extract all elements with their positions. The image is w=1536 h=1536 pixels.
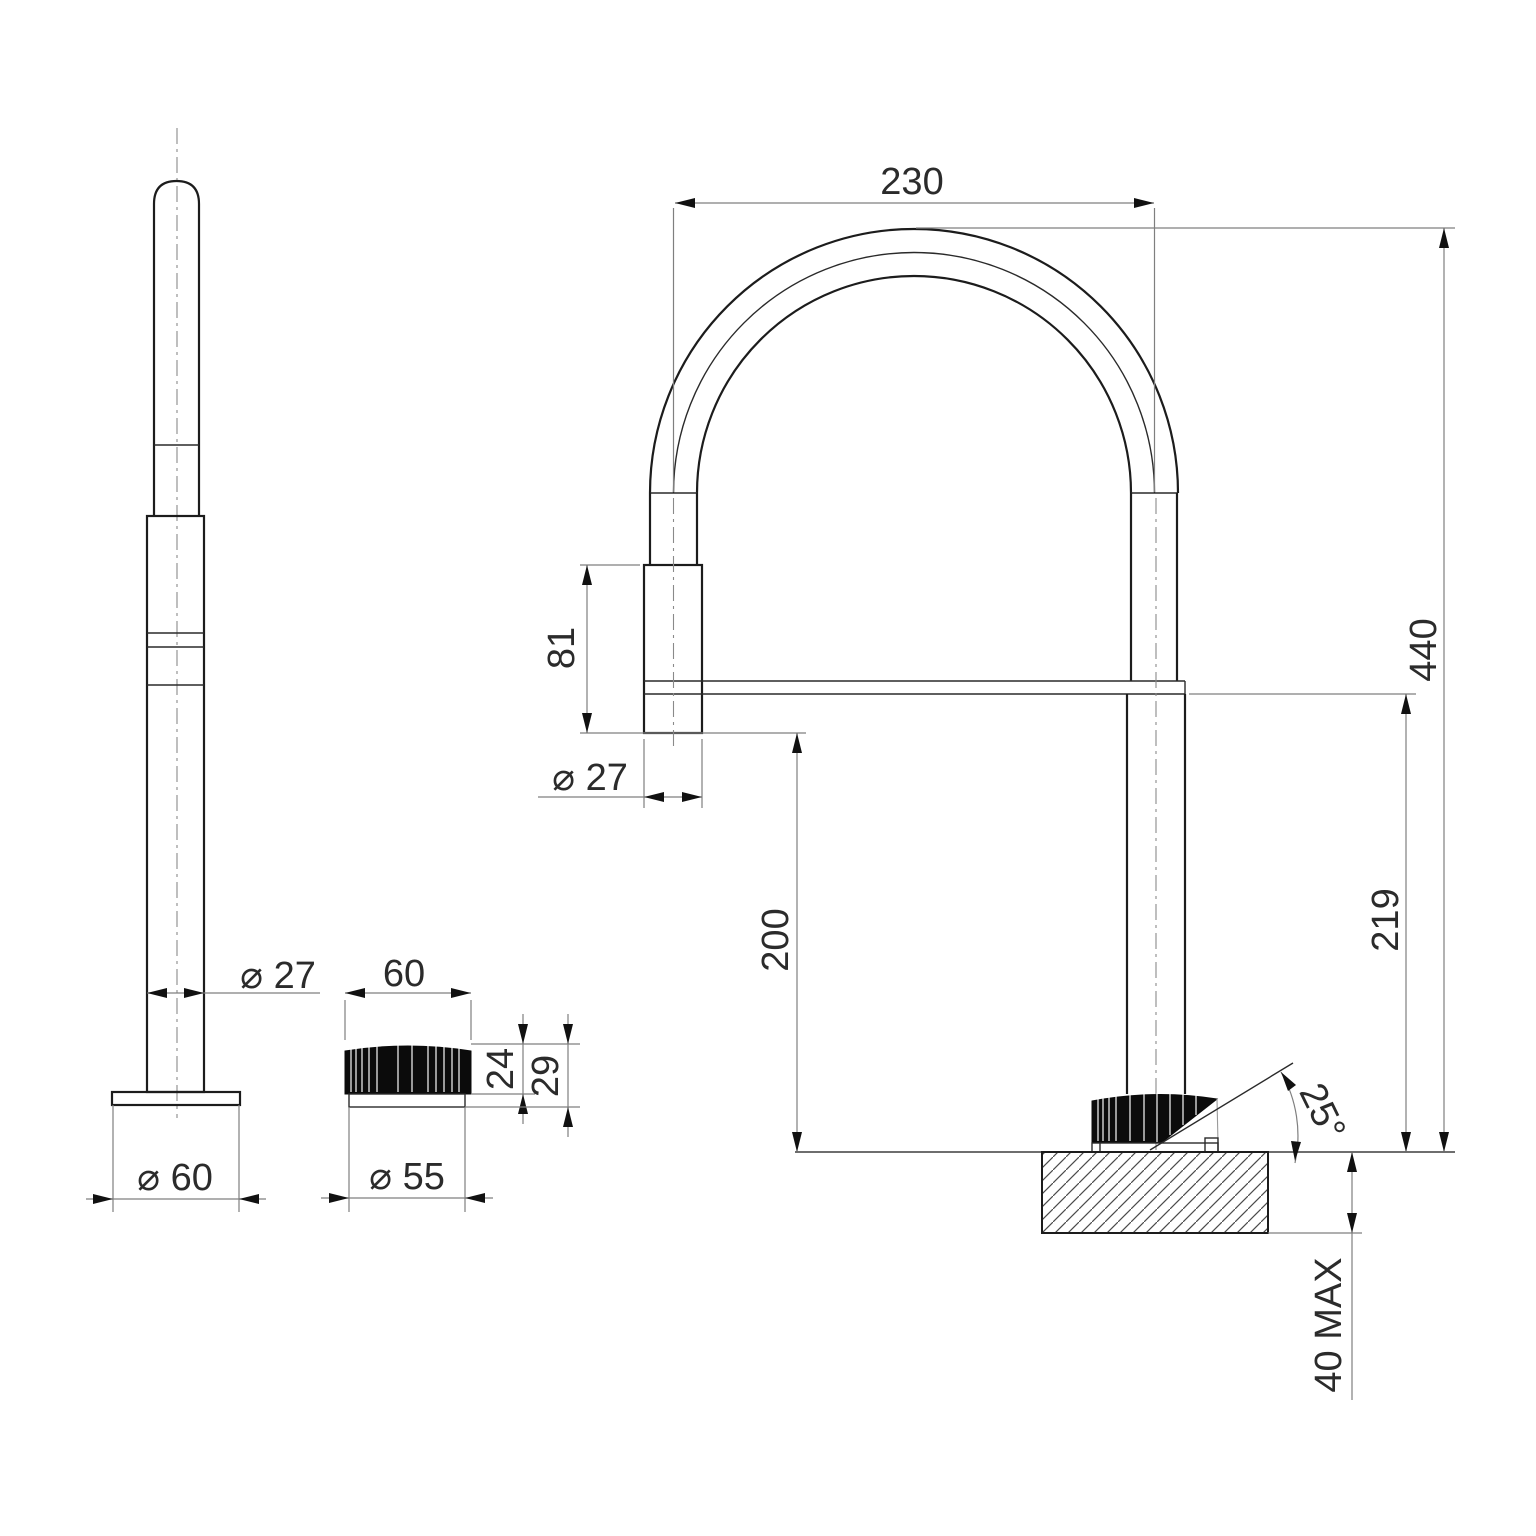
dim-spout-reach: 230 [672, 161, 1156, 492]
dim-label-tube-diameter: ⌀ 27 [240, 955, 316, 997]
dim-handle-height: 29 [465, 1014, 580, 1137]
dim-handle-diameter: ⌀ 55 [321, 1107, 493, 1212]
knurl-texture [350, 1044, 460, 1092]
dim-base-diameter: ⌀ 60 [86, 1105, 266, 1212]
spout-tube-outline [152, 179, 201, 516]
dim-label-spray-head-length: 81 [541, 627, 583, 669]
gooseneck-outer-arc [648, 227, 1180, 494]
dim-spray-head-length: 81 [541, 564, 806, 734]
bench-section-hatched [1041, 1151, 1269, 1234]
handle-lever-line [1149, 1062, 1294, 1151]
dim-label-base-diameter: ⌀ 60 [137, 1157, 213, 1199]
dim-outlet-clearance: 200 [755, 733, 802, 1152]
dim-knurl-height: 24 [471, 1014, 535, 1124]
side-elevation-view: 230 440 219 81 [538, 161, 1455, 1400]
dim-spray-head-diameter: ⌀ 27 [538, 739, 703, 808]
dim-label-handle-diameter: ⌀ 55 [369, 1156, 445, 1198]
base-flange-outline [110, 1090, 242, 1107]
dim-label-body-height: 219 [1365, 888, 1407, 951]
dim-label-handle-height: 29 [525, 1055, 567, 1097]
gooseneck-middle-arc [672, 251, 1156, 494]
spout-front-view: ⌀ 27 ⌀ 60 [86, 128, 320, 1212]
handle-knurled-band [344, 1044, 472, 1095]
dim-label-spout-reach: 230 [880, 161, 943, 203]
dim-body-height: 219 [1189, 693, 1416, 1152]
dim-overall-height: 440 [916, 227, 1455, 1152]
knurl-texture [1097, 1093, 1197, 1142]
dim-label-handle-width: 60 [383, 953, 425, 995]
handle-skirt-outline [348, 1093, 466, 1108]
handle-edge [1216, 1098, 1219, 1144]
handle-detail-view: 60 [321, 953, 580, 1212]
dim-handle-width: 60 [344, 953, 472, 1040]
dim-label-knurl-height: 24 [480, 1048, 522, 1090]
dim-tube-diameter: ⌀ 27 [147, 955, 320, 998]
dim-label-overall-height: 440 [1403, 618, 1445, 681]
dim-label-deck-thickness: 40 MAX [1308, 1257, 1350, 1392]
dim-label-spray-head-diameter: ⌀ 27 [552, 757, 628, 799]
dim-deck-thickness: 40 MAX [1308, 1152, 1357, 1400]
gooseneck-inner-arc [695, 274, 1133, 494]
dim-label-outlet-clearance: 200 [755, 908, 797, 971]
base-handle [1091, 1093, 1219, 1153]
